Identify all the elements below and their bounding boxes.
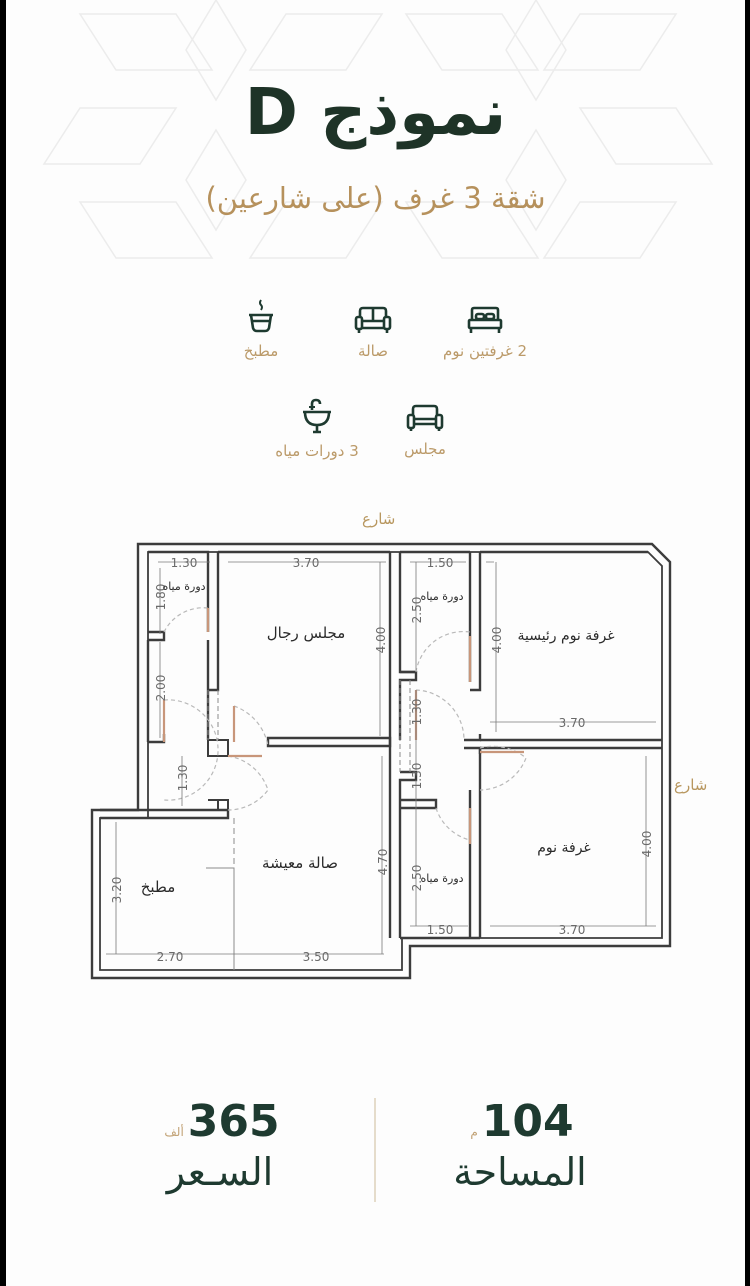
dimension-label: 3.20 — [110, 877, 124, 904]
dimension-label: 2.50 — [410, 865, 424, 892]
area-value: 104 — [481, 1096, 574, 1147]
area-label: المساحة — [453, 1150, 587, 1194]
dimension-label: 4.00 — [374, 627, 388, 654]
floor-plan-diagram: 1.30 3.70 1.50 3.70 3.70 1.50 2.70 3.50 … — [90, 542, 672, 980]
dimension-label: 1.30 — [176, 765, 190, 792]
room-label-master-bedroom: غرفة نوم رئيسية — [517, 628, 614, 644]
room-label-bedroom: غرفة نوم — [537, 840, 591, 856]
feature-label: 3 دورات مياه — [275, 442, 359, 460]
sofa-icon — [354, 306, 392, 333]
dimension-label: 3.50 — [303, 950, 330, 964]
feature-label: صالة — [358, 342, 388, 360]
street-label-top: شارع — [362, 510, 396, 528]
dimension-label: 1.30 — [410, 699, 424, 726]
room-label-living-hall: صالة معيشة — [262, 854, 338, 872]
dimension-label: 1.50 — [427, 923, 454, 937]
room-label-wc: دورة مياه — [162, 580, 205, 593]
feature-label: مطبخ — [243, 342, 279, 360]
dimension-label: 2.00 — [154, 675, 168, 702]
dimension-label: 3.70 — [293, 556, 320, 570]
dimension-label: 1.50 — [427, 556, 454, 570]
feature-bedrooms: 2 غرفتين نوم — [410, 306, 560, 360]
cooking-pot-icon — [249, 299, 273, 333]
bed-icon — [467, 306, 503, 333]
dimension-label: 1.30 — [171, 556, 198, 570]
dimension-label: 3.70 — [559, 716, 586, 730]
area-unit: م — [470, 1125, 478, 1139]
armchair-icon — [406, 404, 444, 431]
background-pattern — [42, 0, 714, 259]
dimension-label: 4.00 — [490, 627, 504, 654]
stats-divider — [374, 1098, 376, 1202]
dimension-label: 3.70 — [559, 923, 586, 937]
dimension-label: 1.30 — [410, 763, 424, 790]
street-label-right: شارع — [674, 776, 708, 794]
price-unit: ألف — [164, 1125, 184, 1139]
dimension-label: 1.80 — [154, 584, 168, 611]
price-stat: 365ألف السـعر — [140, 1096, 300, 1196]
feature-label: مجلس — [404, 440, 446, 458]
room-label-men-majlis: مجلس رجال — [267, 624, 346, 642]
floor-plan-page: نموذج D شقة 3 غرف (على شارعين) 2 غرفتين … — [6, 0, 745, 1286]
page-subtitle: شقة 3 غرف (على شارعين) — [205, 181, 546, 215]
feature-bathrooms: 3 دورات مياه — [242, 398, 392, 460]
feature-label: 2 غرفتين نوم — [442, 342, 528, 360]
dimension-label: 2.70 — [157, 950, 184, 964]
feature-majlis: مجلس — [350, 404, 500, 458]
feature-hall: صالة — [298, 306, 448, 360]
dimension-label: 2.50 — [410, 597, 424, 624]
price-value: 365 — [187, 1096, 280, 1147]
room-label-wc: دورة مياه — [420, 590, 463, 603]
stats-section: 104م المساحة 365ألف السـعر — [6, 1090, 745, 1210]
room-label-wc: دورة مياه — [420, 872, 463, 885]
room-label-kitchen: مطبخ — [141, 878, 176, 896]
dimension-label: 4.00 — [640, 831, 654, 858]
area-stat: 104م المساحة — [440, 1096, 600, 1196]
price-label: السـعر — [166, 1150, 274, 1194]
page-title: نموذج D — [244, 76, 507, 150]
sink-icon — [303, 398, 331, 434]
feature-kitchen: مطبخ — [186, 298, 336, 360]
dimension-label: 4.70 — [376, 849, 390, 876]
